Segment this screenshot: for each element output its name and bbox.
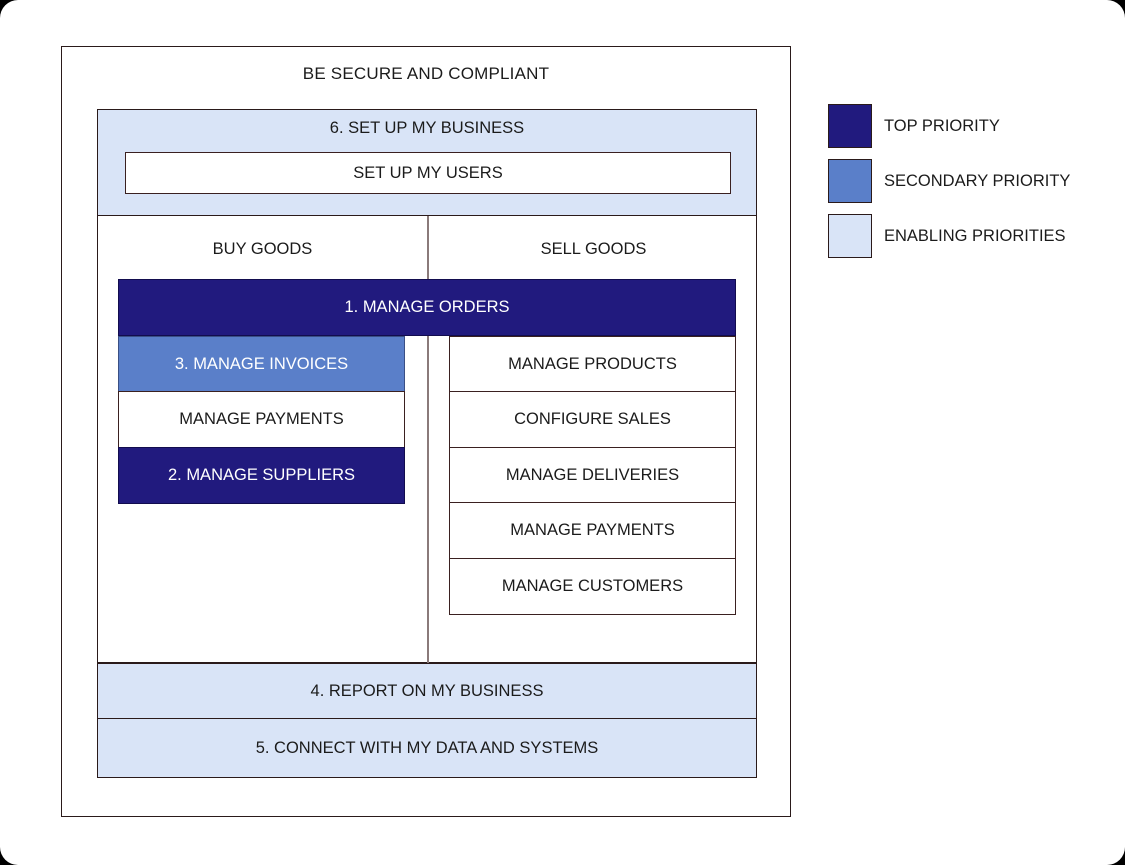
setup-business-label: 6. SET UP MY BUSINESS bbox=[329, 119, 525, 137]
column-header-sell-goods: SELL GOODS bbox=[540, 240, 647, 258]
column-header-buy-goods: BUY GOODS bbox=[212, 240, 313, 258]
block-manage-products[interactable]: MANAGE PRODUCTS bbox=[449, 336, 736, 393]
setup-users-block[interactable]: SET UP MY USERS bbox=[125, 152, 731, 194]
legend-label-enabling-priorities: ENABLING PRIORITIES bbox=[884, 226, 1066, 245]
legend-swatch-secondary-priority bbox=[828, 159, 872, 203]
legend-item-top-priority: TOP PRIORITY bbox=[828, 104, 1118, 148]
enabling-bar-connect[interactable]: 5. CONNECT WITH MY DATA AND SYSTEMS bbox=[98, 718, 756, 777]
legend: TOP PRIORITY SECONDARY PRIORITY ENABLING… bbox=[828, 104, 1118, 269]
legend-item-enabling-priorities: ENABLING PRIORITIES bbox=[828, 214, 1118, 258]
block-manage-payments-sell[interactable]: MANAGE PAYMENTS bbox=[449, 502, 736, 560]
buy-goods-stack: 3. MANAGE INVOICES MANAGE PAYMENTS 2. MA… bbox=[118, 336, 405, 504]
legend-item-secondary-priority: SECONDARY PRIORITY bbox=[828, 159, 1118, 203]
block-manage-suppliers[interactable]: 2. MANAGE SUPPLIERS bbox=[118, 446, 405, 504]
block-configure-sales[interactable]: CONFIGURE SALES bbox=[449, 391, 736, 449]
setup-business-section[interactable]: 6. SET UP MY BUSINESS SET UP MY USERS bbox=[98, 110, 756, 216]
block-manage-payments-buy[interactable]: MANAGE PAYMENTS bbox=[118, 391, 405, 449]
block-manage-invoices[interactable]: 3. MANAGE INVOICES bbox=[118, 336, 405, 393]
main-panel: 6. SET UP MY BUSINESS SET UP MY USERS BU… bbox=[97, 109, 757, 778]
diagram-outer-frame: BE SECURE AND COMPLIANT 6. SET UP MY BUS… bbox=[61, 46, 791, 817]
enabling-bar-report[interactable]: 4. REPORT ON MY BUSINESS bbox=[98, 663, 756, 718]
columns-region: BUY GOODS SELL GOODS 1. MANAGE ORDERS 3.… bbox=[98, 216, 756, 663]
legend-label-secondary-priority: SECONDARY PRIORITY bbox=[884, 171, 1071, 190]
block-manage-customers[interactable]: MANAGE CUSTOMERS bbox=[449, 557, 736, 615]
manage-orders-block[interactable]: 1. MANAGE ORDERS bbox=[118, 279, 736, 336]
legend-label-top-priority: TOP PRIORITY bbox=[884, 116, 1000, 135]
legend-swatch-enabling-priorities bbox=[828, 214, 872, 258]
page-title: BE SECURE AND COMPLIANT bbox=[302, 64, 550, 83]
column-divider bbox=[427, 216, 429, 663]
setup-users-label: SET UP MY USERS bbox=[353, 163, 503, 182]
legend-swatch-top-priority bbox=[828, 104, 872, 148]
sell-goods-stack: MANAGE PRODUCTS CONFIGURE SALES MANAGE D… bbox=[449, 336, 736, 615]
block-manage-deliveries[interactable]: MANAGE DELIVERIES bbox=[449, 446, 736, 504]
